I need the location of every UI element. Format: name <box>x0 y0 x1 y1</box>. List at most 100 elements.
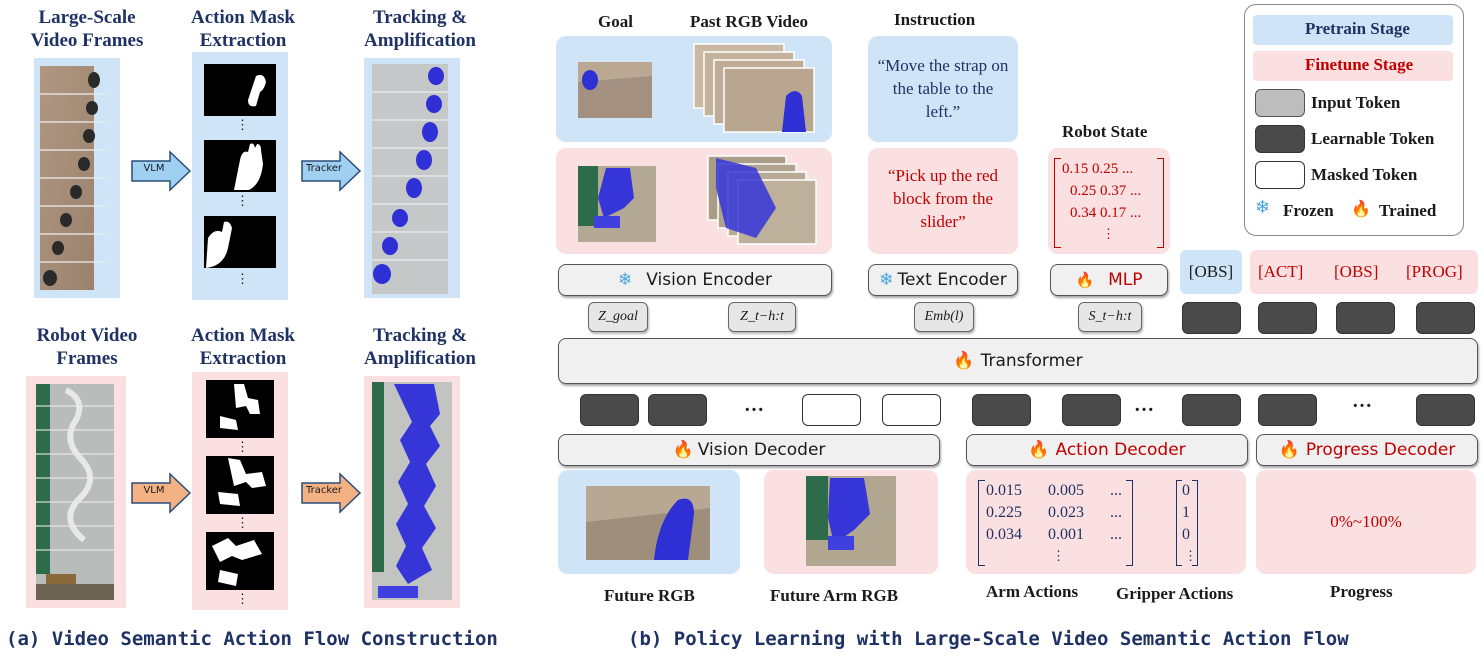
future-rgb-output <box>558 470 740 574</box>
learnable-token <box>1182 302 1241 334</box>
tracker-arrow-bottom <box>301 472 362 514</box>
fire-icon: 🔥 <box>672 440 694 460</box>
finetune-learnable-tokens: [ACT] [OBS] [PROG] <box>1250 250 1478 294</box>
legend-finetune-label: Finetune Stage <box>1305 55 1414 74</box>
vertical-dots: ⋮ <box>236 591 249 606</box>
arm-action-cell: 0.023 <box>1048 504 1084 521</box>
vector-bracket-right <box>1192 480 1198 566</box>
learnable-token <box>1416 302 1475 334</box>
instruction-finetune: “Pick up the red block from the slider” <box>868 148 1018 254</box>
legend-masked-token-swatch <box>1255 161 1305 189</box>
learnable-token <box>1258 302 1317 334</box>
robot-state-row: 0.34 0.17 ... <box>1070 205 1142 221</box>
matrix-bracket-left <box>978 480 985 566</box>
action-output: 0.015 0.005 ... 0.225 0.023 ... 0.034 0.… <box>966 470 1246 574</box>
legend-learnable-token-label: Learnable Token <box>1311 129 1435 148</box>
mask-frame <box>206 532 274 590</box>
large-scale-frames-stack <box>34 58 120 298</box>
ellipsis: … <box>1352 390 1372 412</box>
action-mask-title-bottom: Action Mask Extraction <box>191 325 295 369</box>
gripper-action-cell: ⋮ <box>1184 548 1197 563</box>
fire-icon: 🔥 <box>1278 440 1300 460</box>
mask-frame <box>206 456 274 514</box>
learnable-token <box>1182 394 1241 426</box>
pretrain-vision-inputs <box>556 36 832 142</box>
future-rgb-label: Future RGB <box>604 586 695 605</box>
learnable-token <box>1416 394 1475 426</box>
vertical-dots: ⋮ <box>236 193 249 208</box>
mlp-label: MLP <box>1108 270 1143 290</box>
arm-action-cell: ... <box>1110 504 1122 521</box>
learnable-token <box>972 394 1031 426</box>
legend-finetune-swatch <box>1253 51 1453 81</box>
gripper-actions-label: Gripper Actions <box>1116 584 1234 603</box>
z-goal-token: Z_goal <box>588 302 648 332</box>
emb-token: Emb(l) <box>914 302 974 332</box>
text-encoder: ❄ Text Encoder <box>868 264 1018 296</box>
vertical-dots: ⋮ <box>236 117 249 132</box>
robot-frames-stack <box>26 376 126 608</box>
ellipsis: … <box>1134 394 1154 416</box>
vision-encoder-label: Vision Encoder <box>646 270 772 290</box>
fire-icon: 🔥 <box>1028 440 1050 460</box>
robot-state-label: Robot State <box>1062 122 1148 141</box>
ellipsis: … <box>744 394 764 416</box>
mask-frame <box>206 380 274 438</box>
flow-frames-illustration <box>372 64 448 294</box>
panel-b-caption: (b) Policy Learning with Large-Scale Vid… <box>628 628 1349 650</box>
tracker-label-top: Tracker <box>305 163 343 174</box>
z-past-token: Z_t−h:t <box>728 302 796 332</box>
fire-icon: 🔥 <box>1351 201 1371 218</box>
large-scale-frames-title: Large-Scale Video Frames <box>30 7 144 51</box>
legend-input-token-label: Input Token <box>1311 93 1401 112</box>
tracking-stack-bottom <box>364 376 460 608</box>
future-rgb-frame <box>586 486 710 560</box>
finetune-vision-inputs <box>556 148 832 254</box>
instruction-label: Instruction <box>894 10 976 29</box>
s-state-token: S_t−h:t <box>1078 302 1142 332</box>
legend-pretrain-label: Pretrain Stage <box>1305 19 1410 38</box>
robot-state-row: 0.25 0.37 ... <box>1070 183 1142 199</box>
arm-action-cell: 0.034 <box>986 526 1022 543</box>
progress-label: Progress <box>1330 582 1393 601</box>
fire-icon: 🔥 <box>953 351 975 371</box>
arm-action-cell: 0.001 <box>1048 526 1084 543</box>
legend-learnable-token-swatch <box>1255 125 1305 153</box>
panel-a-caption: (a) Video Semantic Action Flow Construct… <box>6 628 498 650</box>
future-arm-rgb-output <box>764 470 938 574</box>
future-arm-frame <box>806 476 896 566</box>
obs-token-finetune: [OBS] <box>1334 262 1379 281</box>
progress-decoder: 🔥 Progress Decoder <box>1256 434 1478 466</box>
robot-state-box: 0.15 0.25 ... 0.25 0.37 ... 0.34 0.17 ..… <box>1048 148 1170 254</box>
action-decoder: 🔥 Action Decoder <box>966 434 1248 466</box>
vision-encoder: ❄ Vision Encoder <box>558 264 832 296</box>
progress-output: 0%~100% <box>1256 470 1476 574</box>
mask-frame <box>204 64 276 116</box>
transformer-label: Transformer <box>980 351 1083 371</box>
robot-state-row: 0.15 0.25 ... <box>1062 161 1134 177</box>
act-token: [ACT] <box>1258 262 1304 281</box>
tracking-title-bottom: Tracking & Amplification <box>364 325 476 369</box>
fire-icon: 🔥 <box>1075 271 1095 289</box>
arm-action-cell: 0.005 <box>1048 482 1084 499</box>
vlm-arrow-top <box>131 150 192 192</box>
instruction-pretrain: “Move the strap on the table to the left… <box>868 36 1018 142</box>
arm-action-cell: ⋮ <box>1052 548 1065 563</box>
legend-masked-token-label: Masked Token <box>1311 165 1418 184</box>
learnable-token <box>1258 394 1317 426</box>
arm-actions-label: Arm Actions <box>986 582 1079 601</box>
masked-token <box>802 394 861 426</box>
tracking-stack-top <box>364 58 460 298</box>
snowflake-icon: ❄ <box>1255 197 1271 217</box>
vision-decoder-label: Vision Decoder <box>697 440 826 460</box>
text-encoder-label: Text Encoder <box>897 270 1007 290</box>
prog-token: [PROG] <box>1406 262 1463 281</box>
vision-decoder: 🔥 Vision Decoder <box>558 434 940 466</box>
action-mask-title-top: Action Mask Extraction <box>191 7 295 51</box>
robot-frames-illustration <box>36 384 114 600</box>
action-decoder-label: Action Decoder <box>1055 440 1186 460</box>
vlm-label-top: VLM <box>143 163 165 174</box>
legend-trained-label: Trained <box>1379 201 1437 220</box>
masked-token <box>882 394 941 426</box>
vertical-dots: ⋮ <box>236 271 249 286</box>
